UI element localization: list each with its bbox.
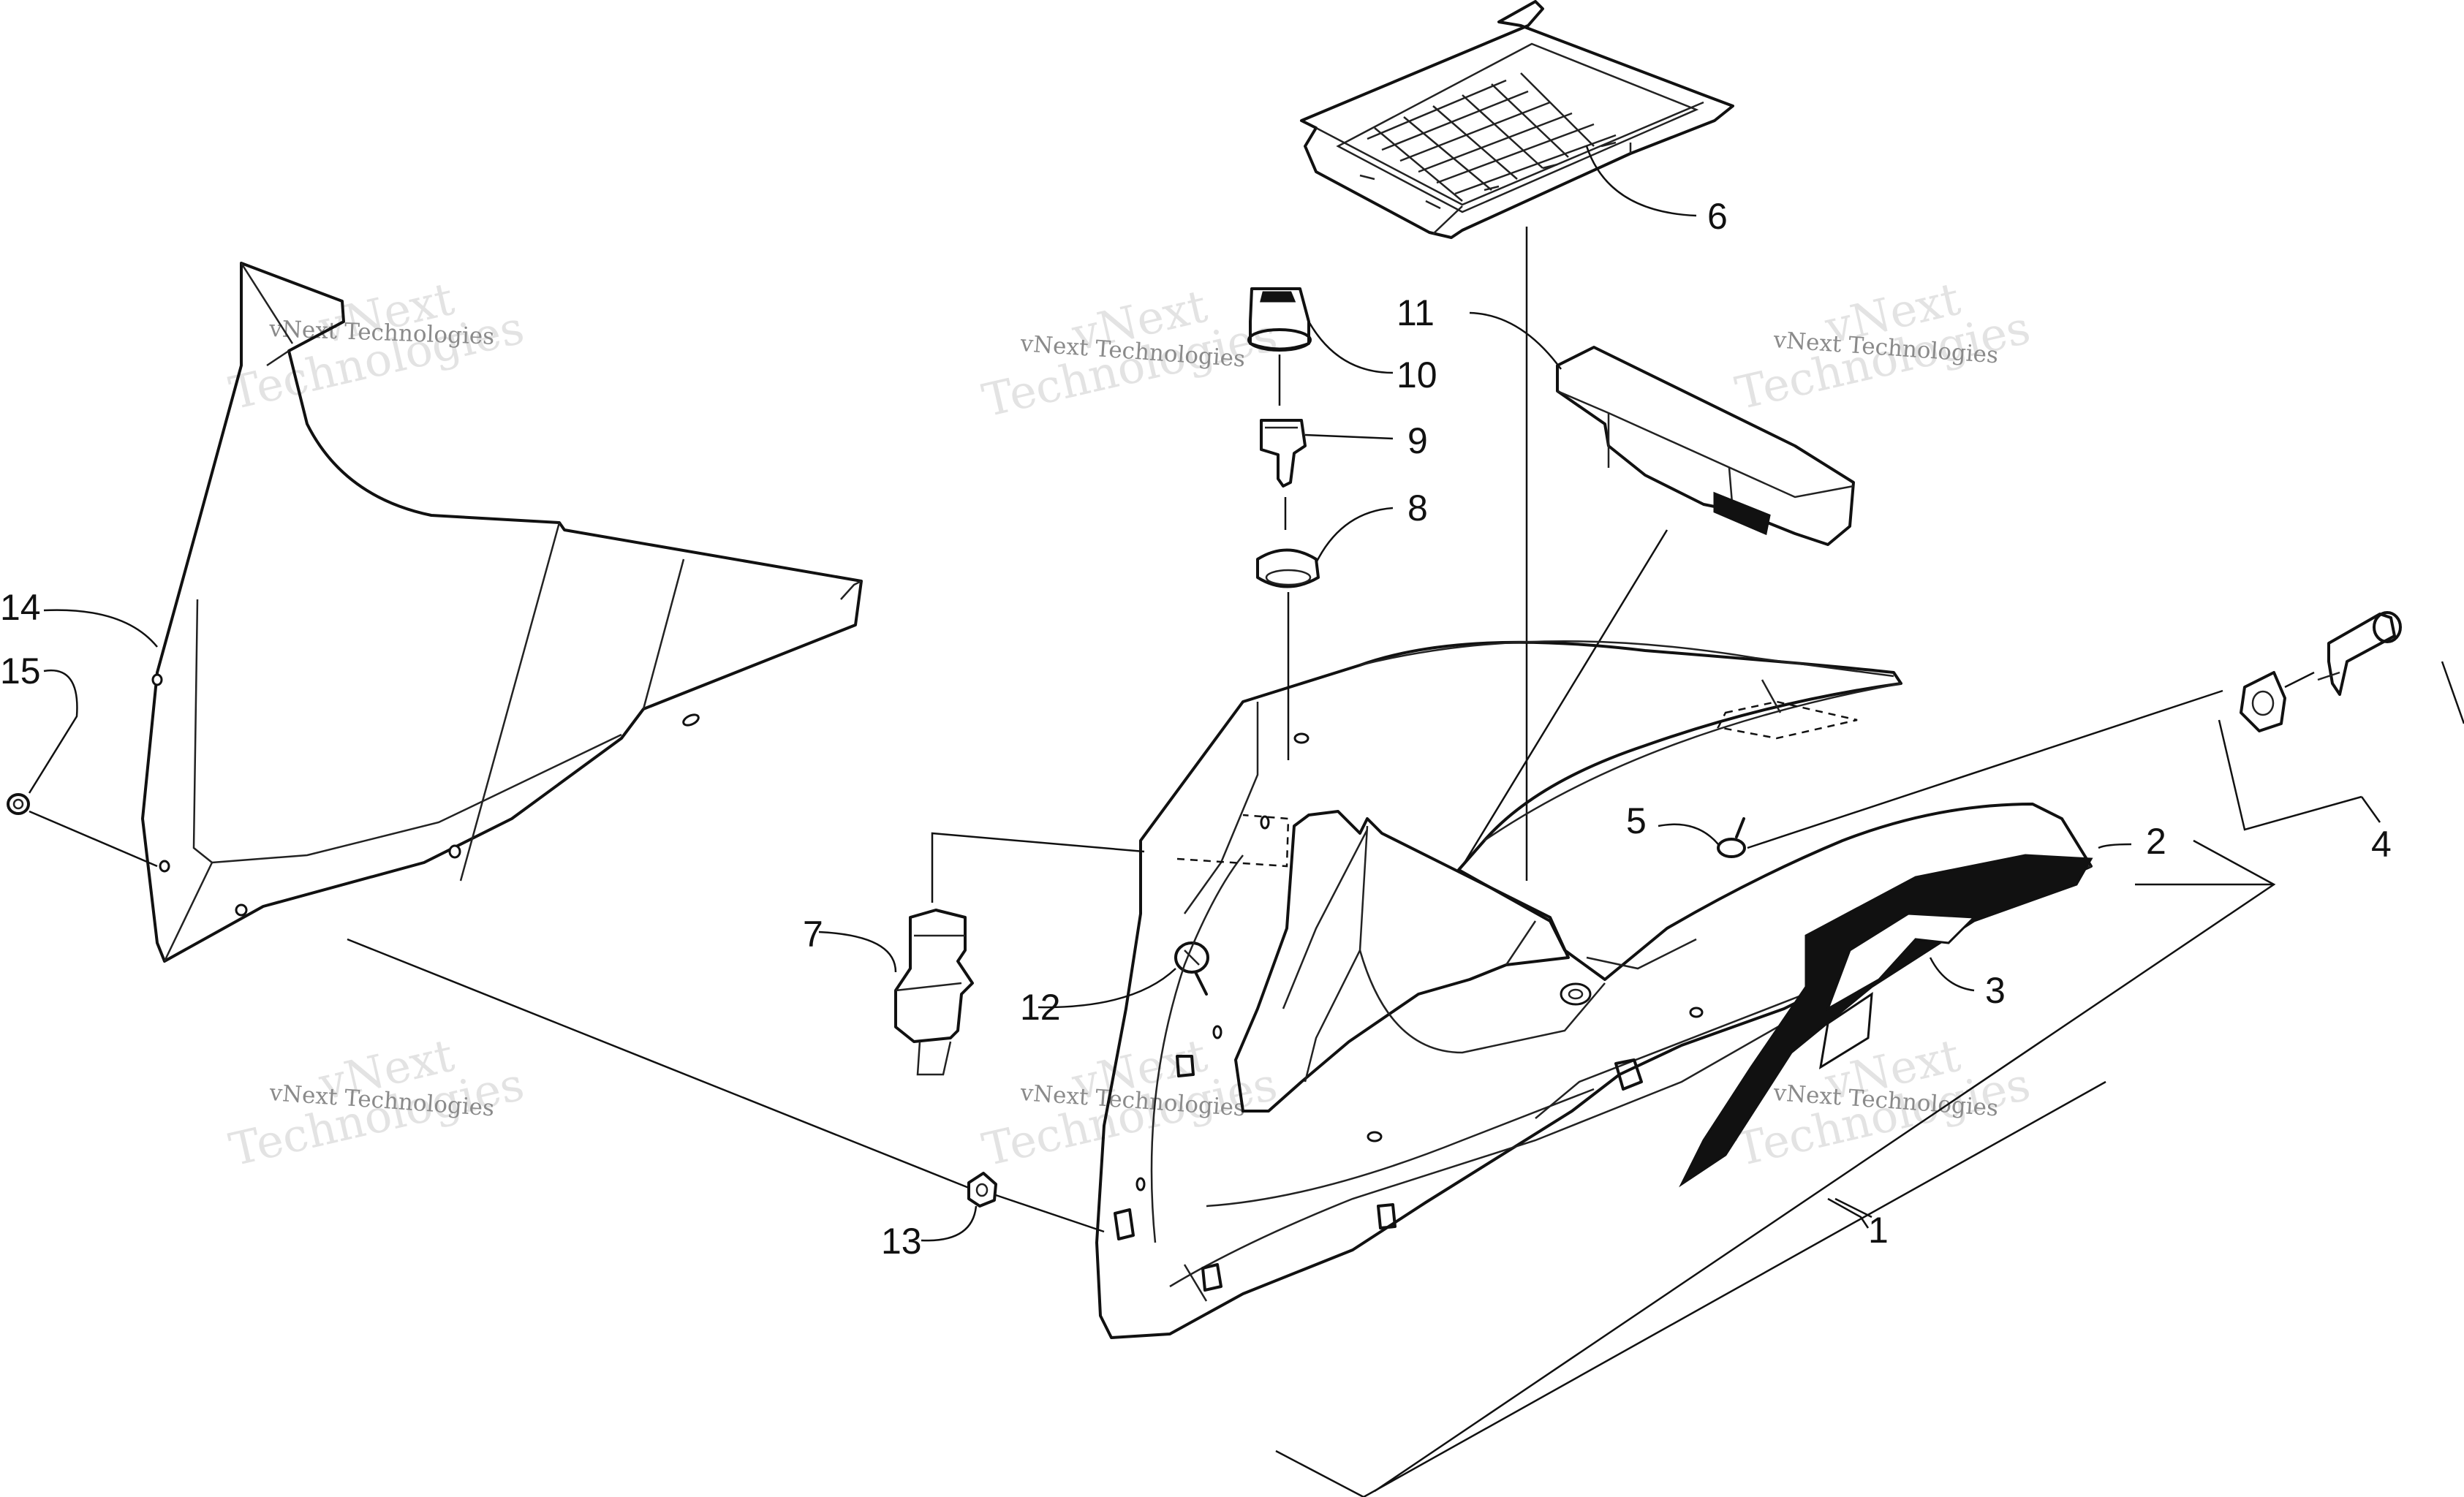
nut-part-13 (347, 938, 1105, 1242)
callout-12: 12 (1020, 987, 1061, 1028)
bezel-part-8 (1256, 507, 1394, 760)
watermark-group: vNext Technologies vNext Technologies vN… (224, 272, 2035, 1177)
module-part-11 (1461, 311, 1855, 867)
callout-8: 8 (1407, 488, 1428, 528)
screw-part-5 (1658, 817, 1746, 858)
callout-7: 7 (803, 914, 823, 955)
callout-labels: 1 2 3 4 5 6 7 8 9 10 11 12 13 14 15 (0, 196, 2392, 1262)
switch-part-7 (818, 832, 1145, 1076)
tray-mesh (1367, 72, 1617, 202)
callout-2: 2 (2146, 821, 2166, 862)
callout-9: 9 (1407, 420, 1428, 461)
callout-11: 11 (1397, 292, 1435, 333)
key-part-9 (1260, 419, 1394, 530)
callout-3: 3 (1985, 970, 2006, 1011)
storage-tray-part-6 (1300, 0, 1734, 881)
callout-14: 14 (0, 587, 41, 628)
hood-part-1 (1095, 640, 2276, 1497)
power-outlet-part-4 (1747, 611, 2464, 849)
callout-10: 10 (1397, 355, 1437, 395)
callout-4: 4 (2371, 824, 2392, 865)
leaders-14-15 (28, 609, 158, 794)
callout-6: 6 (1707, 196, 1728, 237)
callout-5: 5 (1626, 800, 1647, 841)
windshield-part-14 (141, 262, 863, 963)
callout-13: 13 (881, 1221, 922, 1262)
screw-part-15 (7, 793, 158, 868)
callout-1: 1 (1868, 1210, 1889, 1251)
cap-part-10 (1247, 287, 1394, 406)
screw-part-12 (1038, 941, 1209, 1009)
callout-15: 15 (0, 651, 41, 691)
